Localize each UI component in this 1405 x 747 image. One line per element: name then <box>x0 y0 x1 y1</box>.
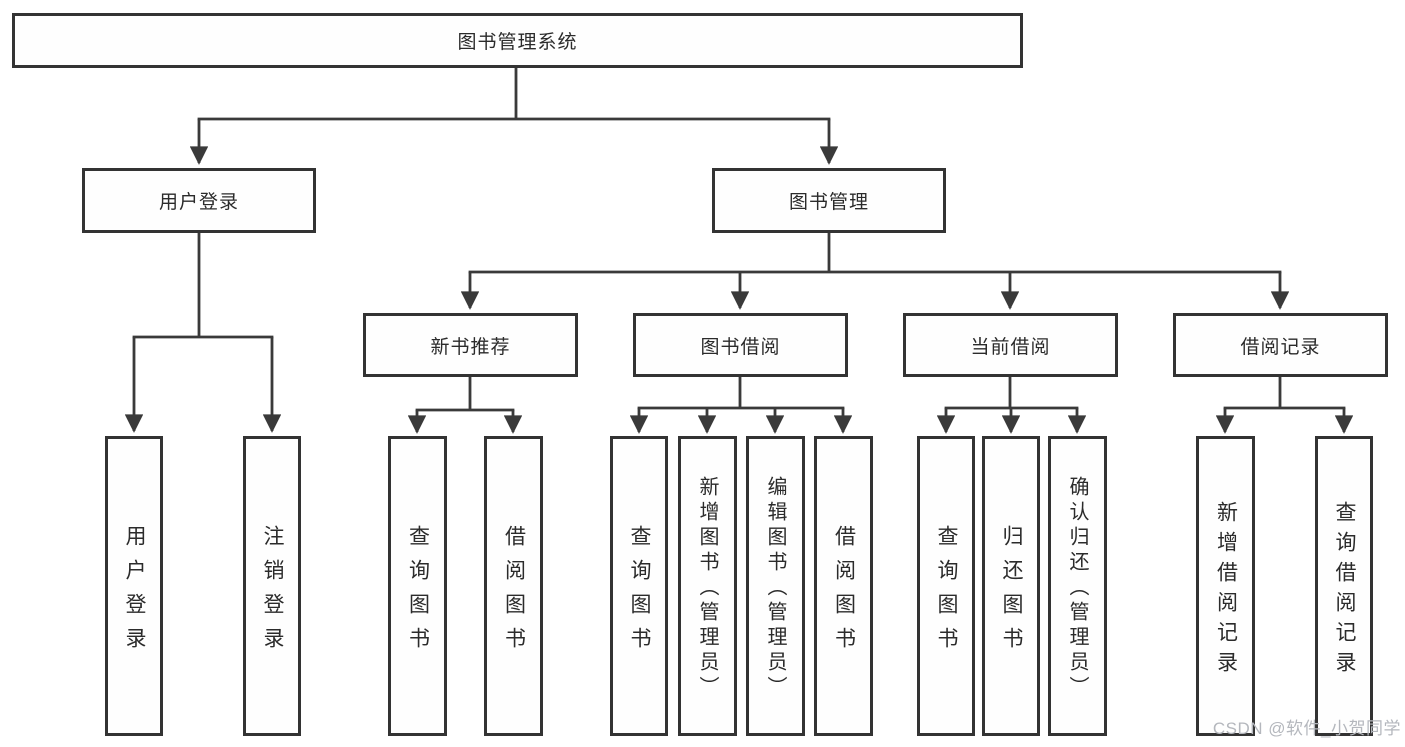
node-user-login: 用户登录 <box>82 168 316 233</box>
leaf-query-books-recommend: 查询图书 <box>388 436 447 736</box>
node-library-management-system: 图书管理系统 <box>12 13 1023 68</box>
node-book-management: 图书管理 <box>712 168 946 233</box>
leaf-edit-books-admin: 编辑图书（管理员） <box>746 436 805 736</box>
leaf-borrow-books-recommend-label: 借阅图书 <box>502 524 526 661</box>
leaf-borrow-books-borrowing-label: 借阅图书 <box>832 524 856 661</box>
node-new-book-recommendation: 新书推荐 <box>363 313 578 377</box>
leaf-return-books-label: 归还图书 <box>1000 524 1023 661</box>
leaf-query-books-borrowing: 查询图书 <box>610 436 668 736</box>
node-book-borrowing: 图书借阅 <box>633 313 848 377</box>
leaf-add-borrow-record-label: 新增借阅记录 <box>1214 500 1238 681</box>
leaf-logout: 注销登录 <box>243 436 301 736</box>
leaf-query-borrow-record-label: 查询借阅记录 <box>1333 500 1356 681</box>
node-borrowing-records: 借阅记录 <box>1173 313 1388 377</box>
leaf-add-books-admin: 新增图书（管理员） <box>678 436 737 736</box>
leaf-query-books-recommend-label: 查询图书 <box>406 524 430 661</box>
leaf-borrow-books-borrowing: 借阅图书 <box>814 436 873 736</box>
leaf-query-borrow-record: 查询借阅记录 <box>1315 436 1373 736</box>
leaf-borrow-books-recommend: 借阅图书 <box>484 436 543 736</box>
leaf-user-login-label: 用户登录 <box>123 524 146 661</box>
leaf-logout-label: 注销登录 <box>261 524 284 661</box>
leaf-edit-books-admin-label: 编辑图书（管理员） <box>764 476 786 701</box>
leaf-query-books-borrowing-label: 查询图书 <box>628 524 651 661</box>
leaf-query-books-current: 查询图书 <box>917 436 975 736</box>
leaf-add-borrow-record: 新增借阅记录 <box>1196 436 1255 736</box>
leaf-return-books: 归还图书 <box>982 436 1040 736</box>
node-current-borrowing: 当前借阅 <box>903 313 1118 377</box>
watermark: CSDN @软件_小贺同学 <box>1212 719 1401 738</box>
leaf-add-books-admin-label: 新增图书（管理员） <box>696 476 718 701</box>
leaf-query-books-current-label: 查询图书 <box>935 524 958 661</box>
leaf-confirm-return-admin: 确认归还（管理员） <box>1048 436 1107 736</box>
leaf-user-login: 用户登录 <box>105 436 163 736</box>
leaf-confirm-return-admin-label: 确认归还（管理员） <box>1066 476 1088 701</box>
